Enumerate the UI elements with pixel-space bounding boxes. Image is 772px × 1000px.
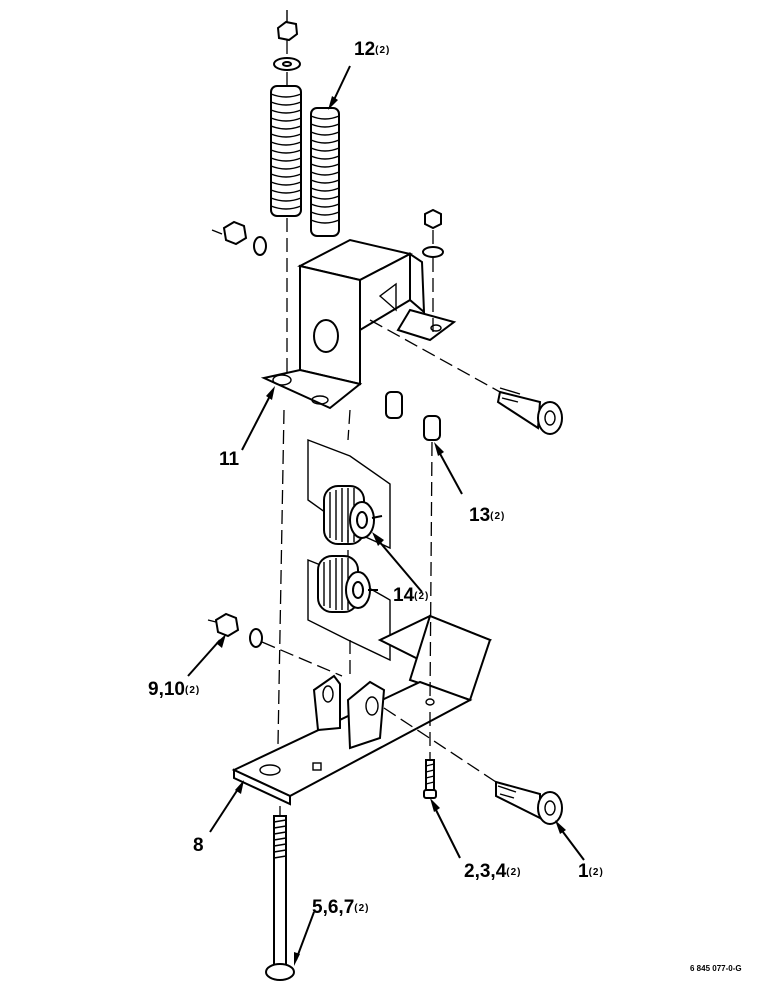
upper-left-nut: [222, 220, 267, 256]
upper-bracket: [260, 238, 457, 410]
callout-14-number: 14: [393, 585, 415, 606]
callout-5-6-7-number: 5,6,7: [312, 897, 355, 918]
gear-roller-lower: [317, 555, 378, 613]
callout-1: 1(2): [578, 862, 604, 881]
lower-bracket: [231, 614, 493, 806]
long-bolt: [265, 815, 295, 981]
callout-14: 14(2): [393, 586, 429, 605]
callout-14-qty: (2): [414, 591, 430, 602]
top-nut-left: [273, 10, 301, 71]
spacer-left: [385, 391, 403, 419]
small-screw: [423, 759, 437, 799]
callout-2-3-4-qty: (2): [506, 867, 522, 878]
callout-9-10-qty: (2): [184, 685, 201, 696]
callout-11: 11: [219, 450, 239, 469]
upper-shoulder-bolt: [496, 387, 563, 435]
leader-arrows: [187, 65, 585, 966]
figure-code: 6 845 077-0-G: [690, 964, 742, 973]
callout-5-6-7: 5,6,7(2): [312, 898, 370, 917]
callout-2-3-4-number: 2,3,4: [464, 861, 507, 882]
callout-11-number: 11: [219, 449, 240, 470]
callout-12-qty: (2): [375, 45, 391, 56]
callout-13-number: 13: [469, 505, 491, 526]
spacer-right: [423, 415, 441, 441]
callout-9-10-number: 9,10: [148, 679, 185, 700]
roller-panel-upper: [307, 438, 391, 550]
callout-13-qty: (2): [490, 511, 506, 522]
callout-2-3-4: 2,3,4(2): [464, 862, 522, 881]
long-spring: [270, 85, 302, 217]
callout-8-number: 8: [193, 835, 204, 856]
short-spring: [310, 107, 340, 237]
gear-roller-upper: [323, 485, 383, 545]
lower-shoulder-bolt: [495, 780, 563, 825]
upper-right-nut: [422, 208, 444, 258]
callout-1-number: 1: [578, 861, 589, 882]
callout-8: 8: [193, 836, 204, 855]
callout-1-qty: (2): [588, 867, 604, 878]
lower-left-nut: [214, 612, 263, 648]
assembly-centerlines: [277, 40, 434, 816]
callout-13: 13(2): [469, 506, 505, 525]
callout-5-6-7-qty: (2): [354, 903, 370, 914]
callout-12: 12(2): [354, 40, 390, 59]
callout-12-number: 12: [354, 39, 376, 60]
callout-9-10: 9,10(2): [148, 680, 200, 699]
